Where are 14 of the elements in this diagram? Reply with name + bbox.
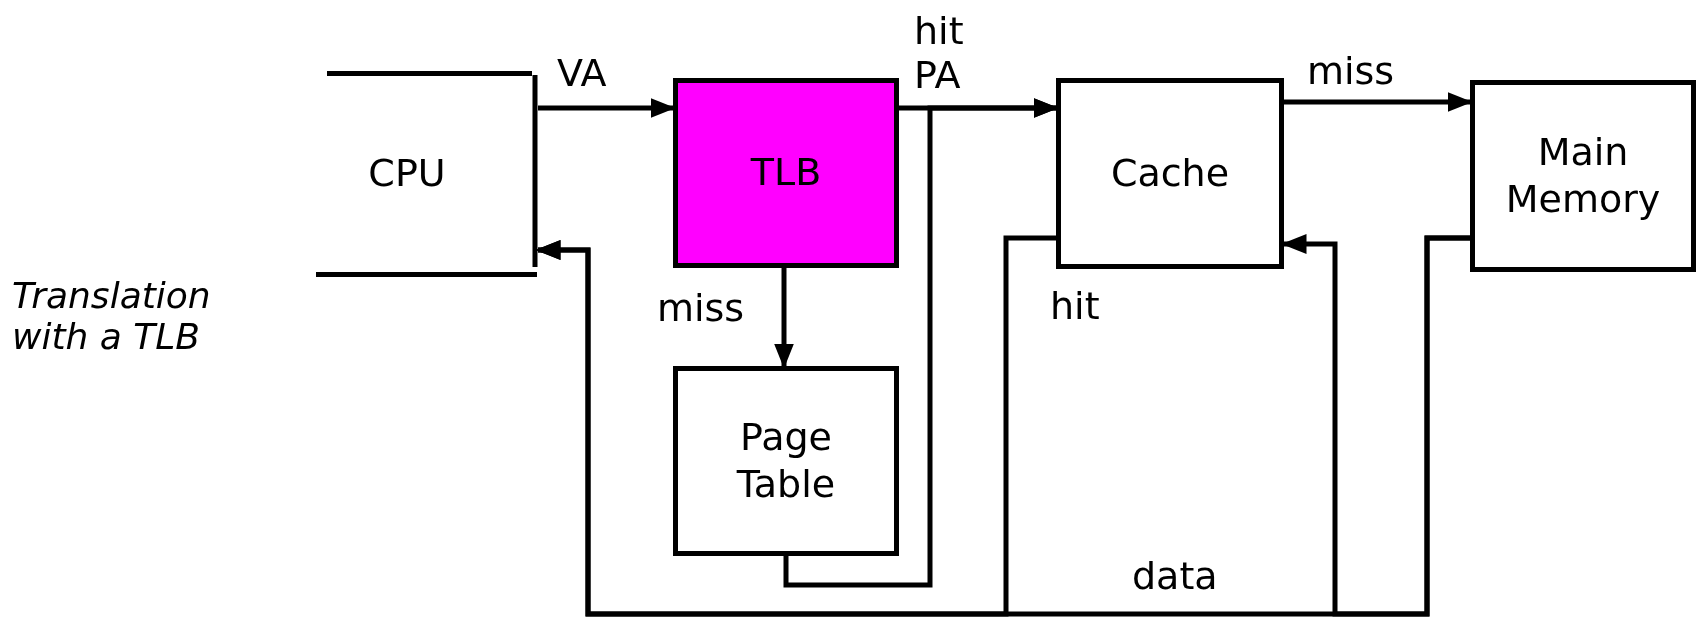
main-memory-box	[1470, 80, 1696, 272]
node-label: Page Table	[735, 413, 837, 508]
tlb-box	[673, 78, 899, 268]
arrow	[783, 98, 1059, 588]
arrow	[1284, 92, 1473, 112]
caption-note: Translation with a TLB	[12, 275, 212, 358]
node-label: Main Memory	[1504, 128, 1662, 223]
node-label: TLB	[750, 149, 822, 197]
arrow	[1281, 234, 1470, 617]
node-label: CPU	[368, 150, 446, 198]
arrow	[774, 268, 794, 369]
cache-box	[1056, 78, 1284, 269]
node-label: Cache	[1110, 149, 1230, 197]
page-table-box	[673, 366, 899, 556]
